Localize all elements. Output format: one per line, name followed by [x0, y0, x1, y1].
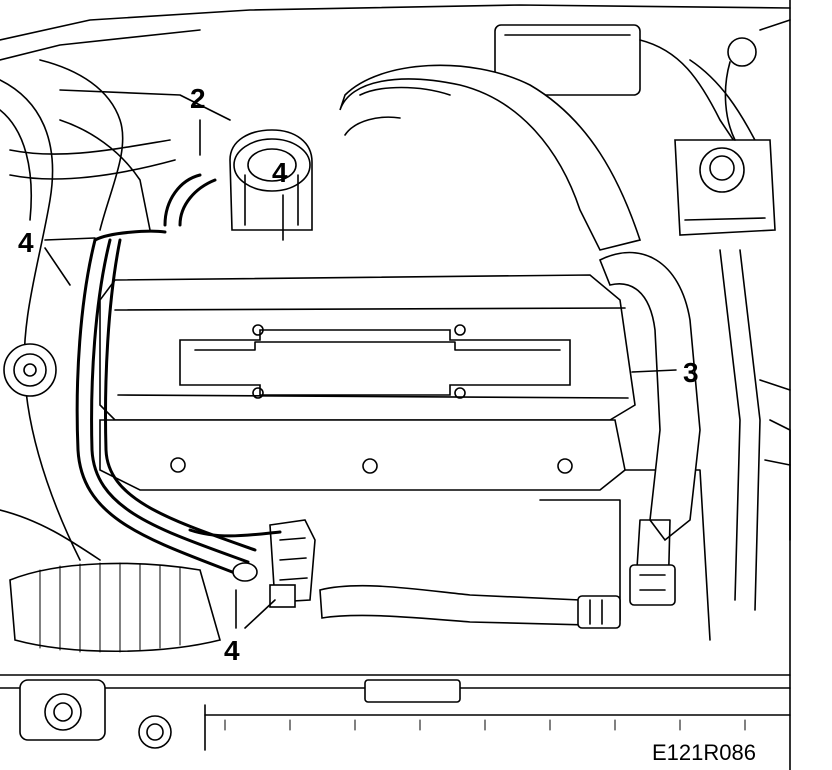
callout-2: 2: [190, 83, 206, 114]
intake-pipe: [339, 64, 642, 251]
callout-4-top-left: 4: [18, 227, 34, 258]
callout-4-top-center: 4: [272, 157, 288, 188]
hose-right: [598, 251, 701, 606]
callouts: 2 4 4 3 4: [18, 83, 699, 666]
callout-3: 3: [683, 357, 699, 388]
lower-connector: [188, 519, 316, 608]
engine-bay-background: [0, 0, 791, 770]
figure-reference-code: E121R086: [652, 740, 756, 765]
valve-cover: [99, 274, 636, 491]
ventilation-hoses: [75, 173, 258, 582]
intake-boot: [0, 509, 221, 653]
lower-pipe: [319, 584, 621, 629]
leader-lines: [44, 119, 677, 629]
oil-filler-cap: [229, 129, 313, 231]
callout-4-bottom: 4: [224, 635, 240, 666]
